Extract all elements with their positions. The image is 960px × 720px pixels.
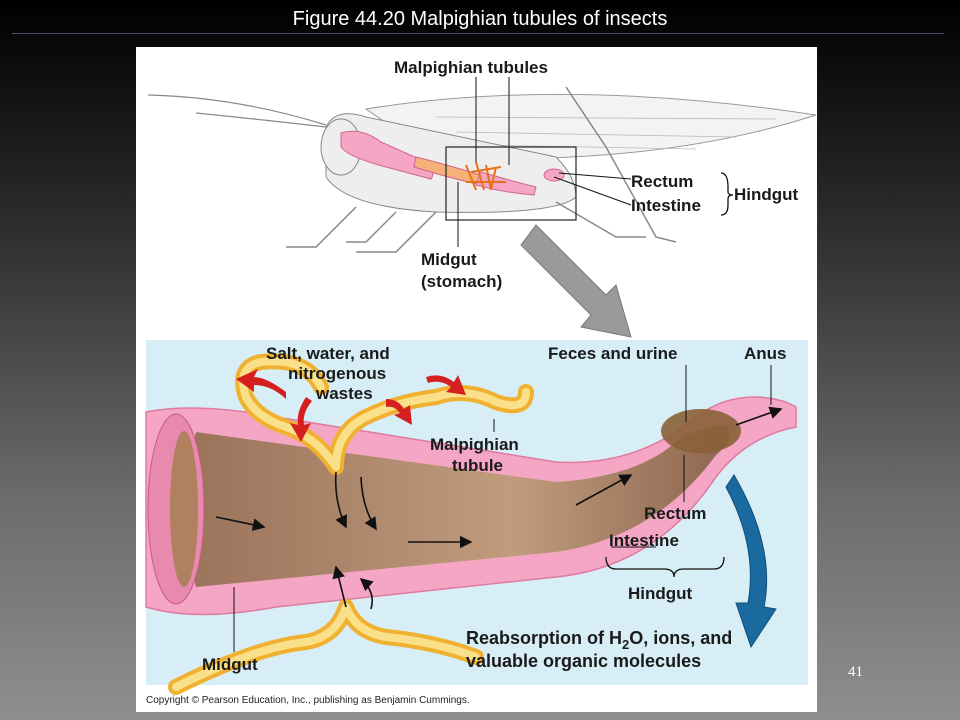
black-flow-arrows xyxy=(215,406,783,610)
hindgut-brace-detail xyxy=(605,556,725,578)
label-tubule-line1: Malpighian xyxy=(430,435,519,454)
zoom-arrow-icon xyxy=(520,224,632,338)
label-feces-urine: Feces and urine xyxy=(548,344,677,363)
label-midgut-top: Midgut xyxy=(421,250,477,269)
title-divider xyxy=(12,33,944,34)
label-tubule-line2: tubule xyxy=(452,456,503,475)
detail-illustration xyxy=(145,340,808,695)
reabsorption-arrow-icon xyxy=(725,474,777,649)
label-anus: Anus xyxy=(744,344,787,363)
page-number: 41 xyxy=(848,664,863,680)
label-salt-line3: wastes xyxy=(315,384,373,403)
label-intestine-top: Intestine xyxy=(631,196,701,215)
label-rectum-top: Rectum xyxy=(631,172,693,191)
grasshopper-illustration xyxy=(147,86,817,253)
figure-panel: Malpighian tubules Rectum Intestine Hind… xyxy=(136,47,817,712)
malpighian-figure: Malpighian tubules Rectum Intestine Hind… xyxy=(145,58,817,706)
label-stomach: (stomach) xyxy=(421,272,502,291)
label-midgut-detail: Midgut xyxy=(202,655,258,674)
slide-title: Figure 44.20 Malpighian tubules of insec… xyxy=(292,8,668,30)
copyright-notice: Copyright © Pearson Education, Inc., pub… xyxy=(146,695,470,706)
label-reabsorption-line1: Reabsorption of H2O, ions, and xyxy=(466,628,732,652)
label-malpighian-tubules: Malpighian tubules xyxy=(394,58,548,77)
label-salt-line2: nitrogenous xyxy=(288,364,386,383)
label-intestine-detail: Intestine xyxy=(609,531,679,550)
hindgut-brace-top xyxy=(720,172,734,216)
label-rectum-detail: Rectum xyxy=(644,504,706,523)
label-hindgut-detail: Hindgut xyxy=(628,584,693,603)
label-salt-line1: Salt, water, and xyxy=(266,344,390,363)
red-flow-arrows xyxy=(236,369,466,442)
label-reabsorption-line2: valuable organic molecules xyxy=(466,651,701,671)
label-hindgut-top: Hindgut xyxy=(734,185,799,204)
